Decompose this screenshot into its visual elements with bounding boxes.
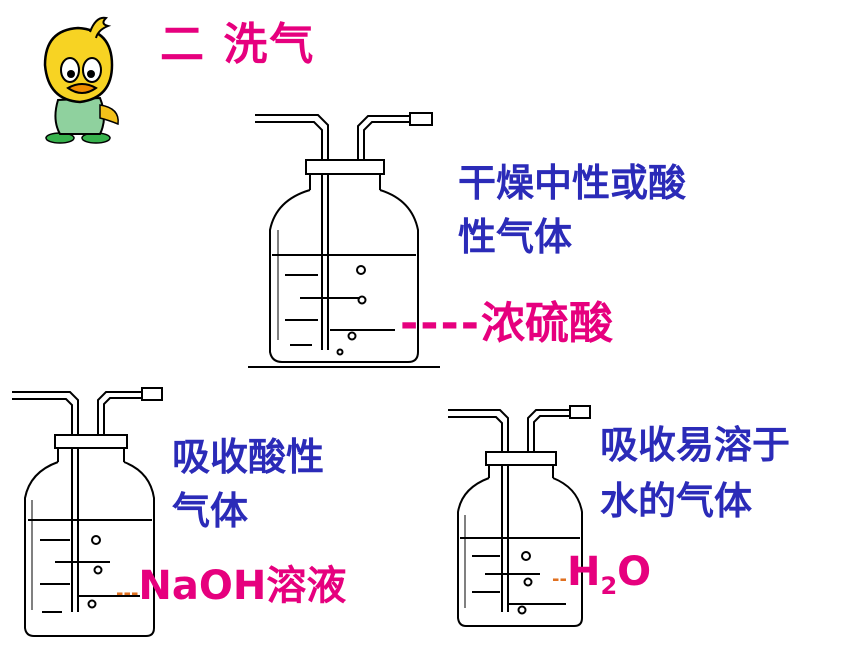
page-title: 二 洗气: [160, 19, 316, 70]
left-bottle-description-line1: 吸收酸性: [172, 435, 325, 479]
right-bottle-description-line2: 水的气体: [600, 479, 753, 523]
left-bottle-leader: ---: [116, 583, 139, 604]
left-bottle-description-line2: 气体: [172, 489, 249, 533]
left-bottle-reagent-label: ---NaOH溶液: [116, 560, 346, 620]
top-bottle-reagent: 浓硫酸: [481, 298, 614, 349]
top-bottle-reagent-label: ----浓硫酸: [400, 298, 613, 350]
right-bottle-leader: --: [552, 569, 567, 590]
right-bottle-reagent-subscript: 2: [600, 572, 618, 600]
right-bottle-reagent-h: H: [566, 549, 601, 595]
right-bottle-reagent-o: O: [617, 549, 652, 595]
right-bottle-description-line1: 吸收易溶于: [600, 423, 791, 467]
right-bottle-reagent-label: --H2O: [552, 546, 651, 612]
left-bottle-reagent: NaOH溶液: [138, 563, 347, 609]
top-bottle-description-line2: 性气体: [458, 215, 573, 259]
top-bottle-description-line1: 干燥中性或酸: [458, 161, 687, 205]
top-bottle-leader: ----: [400, 298, 482, 349]
